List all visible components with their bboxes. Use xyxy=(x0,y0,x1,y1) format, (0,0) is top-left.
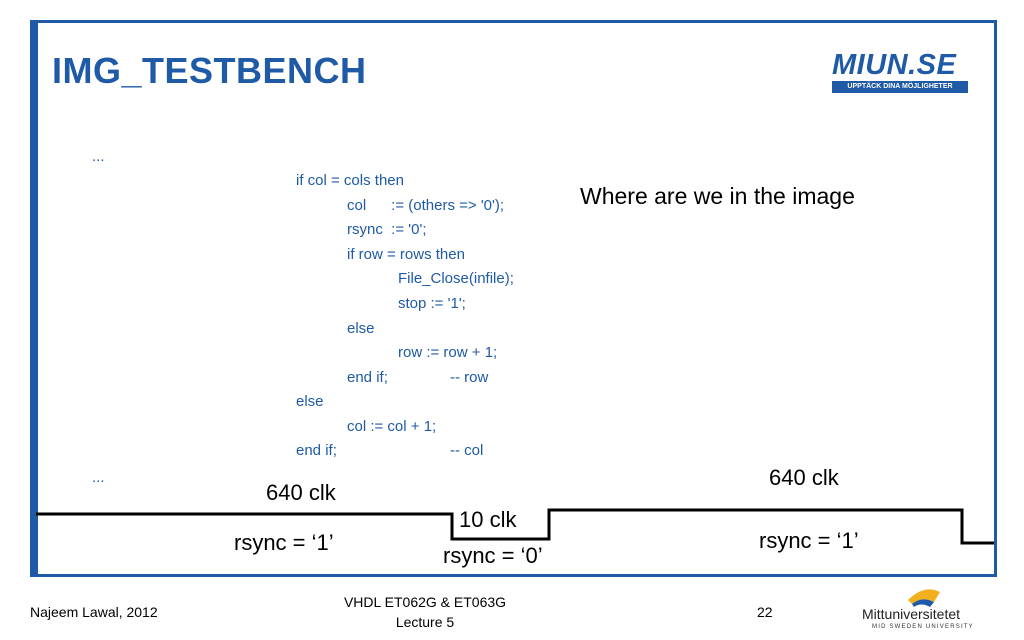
frame-right-border xyxy=(994,20,997,576)
code-line-else-inner: else xyxy=(347,320,375,337)
miun-logo-tagline: UPPTÄCK DINA MÖJLIGHETER xyxy=(832,81,968,93)
waveform-line xyxy=(36,508,994,545)
miun-logo: MIUN.SE UPPTÄCK DINA MÖJLIGHETER xyxy=(832,50,968,96)
timing-label-right-rsync: rsync = ‘1’ xyxy=(759,528,859,553)
code-line-else-outer: else xyxy=(296,393,324,410)
code-line-stop: stop := '1'; xyxy=(398,295,466,312)
timing-label-mid-rsync: rsync = ‘0’ xyxy=(443,543,543,568)
mittuniversitetet-emblem-icon xyxy=(908,589,940,607)
miun-logo-text: MIUN.SE xyxy=(832,49,957,81)
code-line-rsync: rsync := '0'; xyxy=(347,221,427,238)
code-line-col-inc: col := col + 1; xyxy=(347,418,437,435)
aside-note: Where are we in the image xyxy=(580,183,855,209)
footer-course: VHDL ET062G & ET063G xyxy=(343,594,507,610)
code-line-file-close: File_Close(infile); xyxy=(398,270,514,287)
code-line-end-if-outer: end if; xyxy=(296,442,337,459)
mittuniversitetet-logo: Mittuniversitetet MID SWEDEN UNIVERSITY xyxy=(862,582,988,632)
code-comment-row: -- row xyxy=(450,369,489,386)
footer-course-block: VHDL ET062G & ET063G Lecture 5 xyxy=(325,592,525,632)
mittuniversitetet-name: Mittuniversitetet xyxy=(862,606,961,622)
timing-label-right-clk: 640 clk xyxy=(769,465,839,490)
code-ellipsis-bottom: ... xyxy=(92,469,105,486)
code-ellipsis-top: ... xyxy=(92,148,105,165)
timing-label-left-rsync: rsync = ‘1’ xyxy=(234,530,334,555)
page-number: 22 xyxy=(757,604,773,620)
code-line-col-reset: col := (others => '0'); xyxy=(347,197,505,214)
code-line-if-col: if col = cols then xyxy=(296,172,404,189)
code-line-if-row: if row = rows then xyxy=(347,246,465,263)
mittuniversitetet-tagline: MID SWEDEN UNIVERSITY xyxy=(872,624,974,630)
footer-lecture: Lecture 5 xyxy=(395,614,455,630)
code-comment-col: -- col xyxy=(450,442,484,459)
frame-bottom-border xyxy=(30,574,997,577)
frame-left-border xyxy=(30,20,38,576)
footer-author: Najeem Lawal, 2012 xyxy=(30,604,158,620)
timing-label-mid-clk: 10 clk xyxy=(459,507,517,532)
code-line-row-inc: row := row + 1; xyxy=(398,344,498,361)
timing-label-left-clk: 640 clk xyxy=(266,480,336,505)
frame-top-border xyxy=(30,20,996,23)
code-line-end-if-inner: end if; xyxy=(347,369,388,386)
slide-title: IMG_TESTBENCH xyxy=(52,50,367,91)
